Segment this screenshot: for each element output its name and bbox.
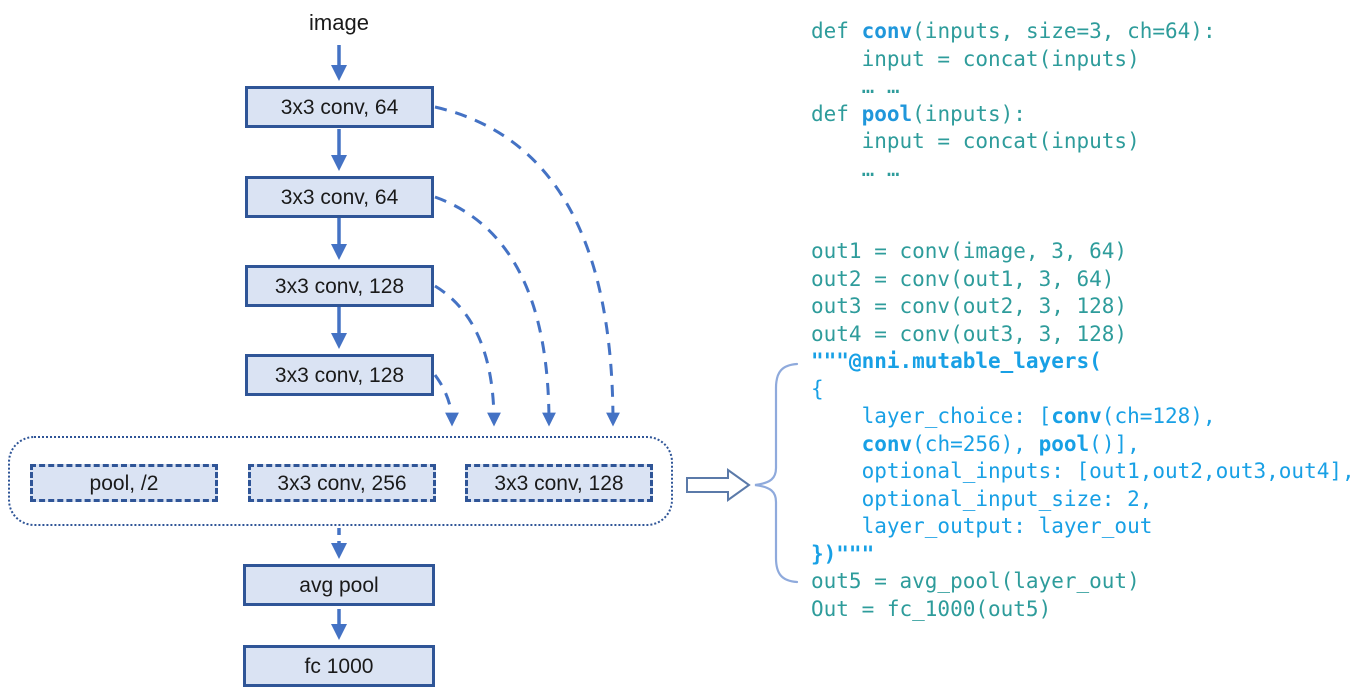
- code-line: })""": [811, 541, 1365, 569]
- code-segment: layer_choice: [: [811, 404, 1052, 428]
- code-line: out1 = conv(image, 3, 64): [811, 238, 1365, 266]
- choice-box-pool: pool, /2: [30, 464, 218, 502]
- code-segment: conv: [861, 431, 913, 456]
- code-segment: out2 = conv(out1, 3, 64): [811, 266, 1115, 291]
- code-segment: … …: [811, 74, 900, 98]
- code-line: layer_choice: [conv(ch=128),: [811, 403, 1365, 431]
- code-line: def conv(inputs, size=3, ch=64):: [811, 18, 1365, 46]
- choice-box-conv256: 3x3 conv, 256: [248, 464, 436, 502]
- code-segment: {: [811, 376, 824, 401]
- layer-box-conv1: 3x3 conv, 64: [245, 86, 434, 128]
- code-segment: pool: [861, 101, 913, 126]
- layer-box-conv4: 3x3 conv, 128: [245, 354, 434, 396]
- code-segment: Out = fc_1000(out5): [811, 596, 1052, 621]
- code-line: optional_inputs: [out1,out2,out3,out4],: [811, 458, 1365, 486]
- curly-brace-icon: [754, 362, 799, 584]
- choice-box-conv128: 3x3 conv, 128: [465, 464, 653, 502]
- code-segment: layer_output: layer_out: [811, 514, 1153, 538]
- code-panel: def conv(inputs, size=3, ch=64): input =…: [811, 18, 1365, 623]
- code-segment: … …: [811, 156, 900, 181]
- code-segment: (inputs, size=3, ch=64):: [912, 19, 1216, 43]
- code-segment: ()],: [1089, 431, 1140, 456]
- code-line: conv(ch=256), pool()],: [811, 431, 1365, 459]
- code-line: … …: [811, 73, 1365, 101]
- code-segment: [811, 432, 862, 456]
- code-line: [811, 183, 1365, 211]
- code-segment: out1 = conv(image, 3, 64): [811, 239, 1128, 263]
- code-segment: (inputs):: [912, 101, 1026, 126]
- code-segment: })""": [811, 541, 875, 566]
- skip-arrow-conv2-choice: [434, 195, 556, 427]
- code-line: Out = fc_1000(out5): [811, 596, 1365, 624]
- input-image-label: image: [309, 10, 369, 35]
- code-line: optional_input_size: 2,: [811, 486, 1365, 514]
- code-line: """@nni.mutable_layers(: [811, 348, 1365, 376]
- code-line: layer_output: layer_out: [811, 513, 1365, 541]
- code-segment: conv: [1051, 404, 1102, 428]
- layer-choice-container: [8, 436, 673, 526]
- code-segment: optional_inputs: [out1,out2,out3,out4],: [811, 459, 1355, 483]
- layer-box-conv3: 3x3 conv, 128: [245, 265, 434, 307]
- code-line: def pool(inputs):: [811, 101, 1365, 129]
- layer-box-fc1000: fc 1000: [243, 645, 435, 687]
- code-segment: out5 = avg_pool(layer_out): [811, 569, 1140, 593]
- code-line: input = concat(inputs): [811, 46, 1365, 74]
- layer-box-avgpool: avg pool: [243, 564, 435, 606]
- code-segment: (ch=256),: [912, 431, 1039, 456]
- code-segment: pool: [1038, 431, 1090, 456]
- block-arrow-icon: [686, 468, 751, 502]
- layer-box-conv2: 3x3 conv, 64: [245, 176, 434, 218]
- code-segment: def: [811, 101, 862, 126]
- skip-arrow-conv4-choice: [433, 374, 459, 427]
- code-line: [811, 211, 1365, 239]
- code-segment: out4 = conv(out3, 3, 128): [811, 321, 1128, 346]
- code-line: … …: [811, 156, 1365, 184]
- code-segment: out3 = conv(out2, 3, 128): [811, 294, 1128, 318]
- code-line: {: [811, 376, 1365, 404]
- skip-arrow-conv1-choice: [434, 105, 620, 427]
- code-line: out2 = conv(out1, 3, 64): [811, 266, 1365, 294]
- code-line: out3 = conv(out2, 3, 128): [811, 293, 1365, 321]
- code-segment: """@nni.mutable_layers(: [811, 349, 1102, 373]
- code-line: out4 = conv(out3, 3, 128): [811, 321, 1365, 349]
- code-segment: conv: [861, 19, 913, 43]
- code-segment: optional_input_size: 2,: [811, 486, 1153, 511]
- code-segment: input = concat(inputs): [811, 129, 1140, 153]
- skip-arrow-conv3-choice: [434, 284, 501, 427]
- code-line: input = concat(inputs): [811, 128, 1365, 156]
- code-line: out5 = avg_pool(layer_out): [811, 568, 1365, 596]
- code-segment: input = concat(inputs): [811, 46, 1140, 71]
- code-segment: def: [811, 19, 862, 43]
- code-segment: (ch=128),: [1101, 404, 1216, 428]
